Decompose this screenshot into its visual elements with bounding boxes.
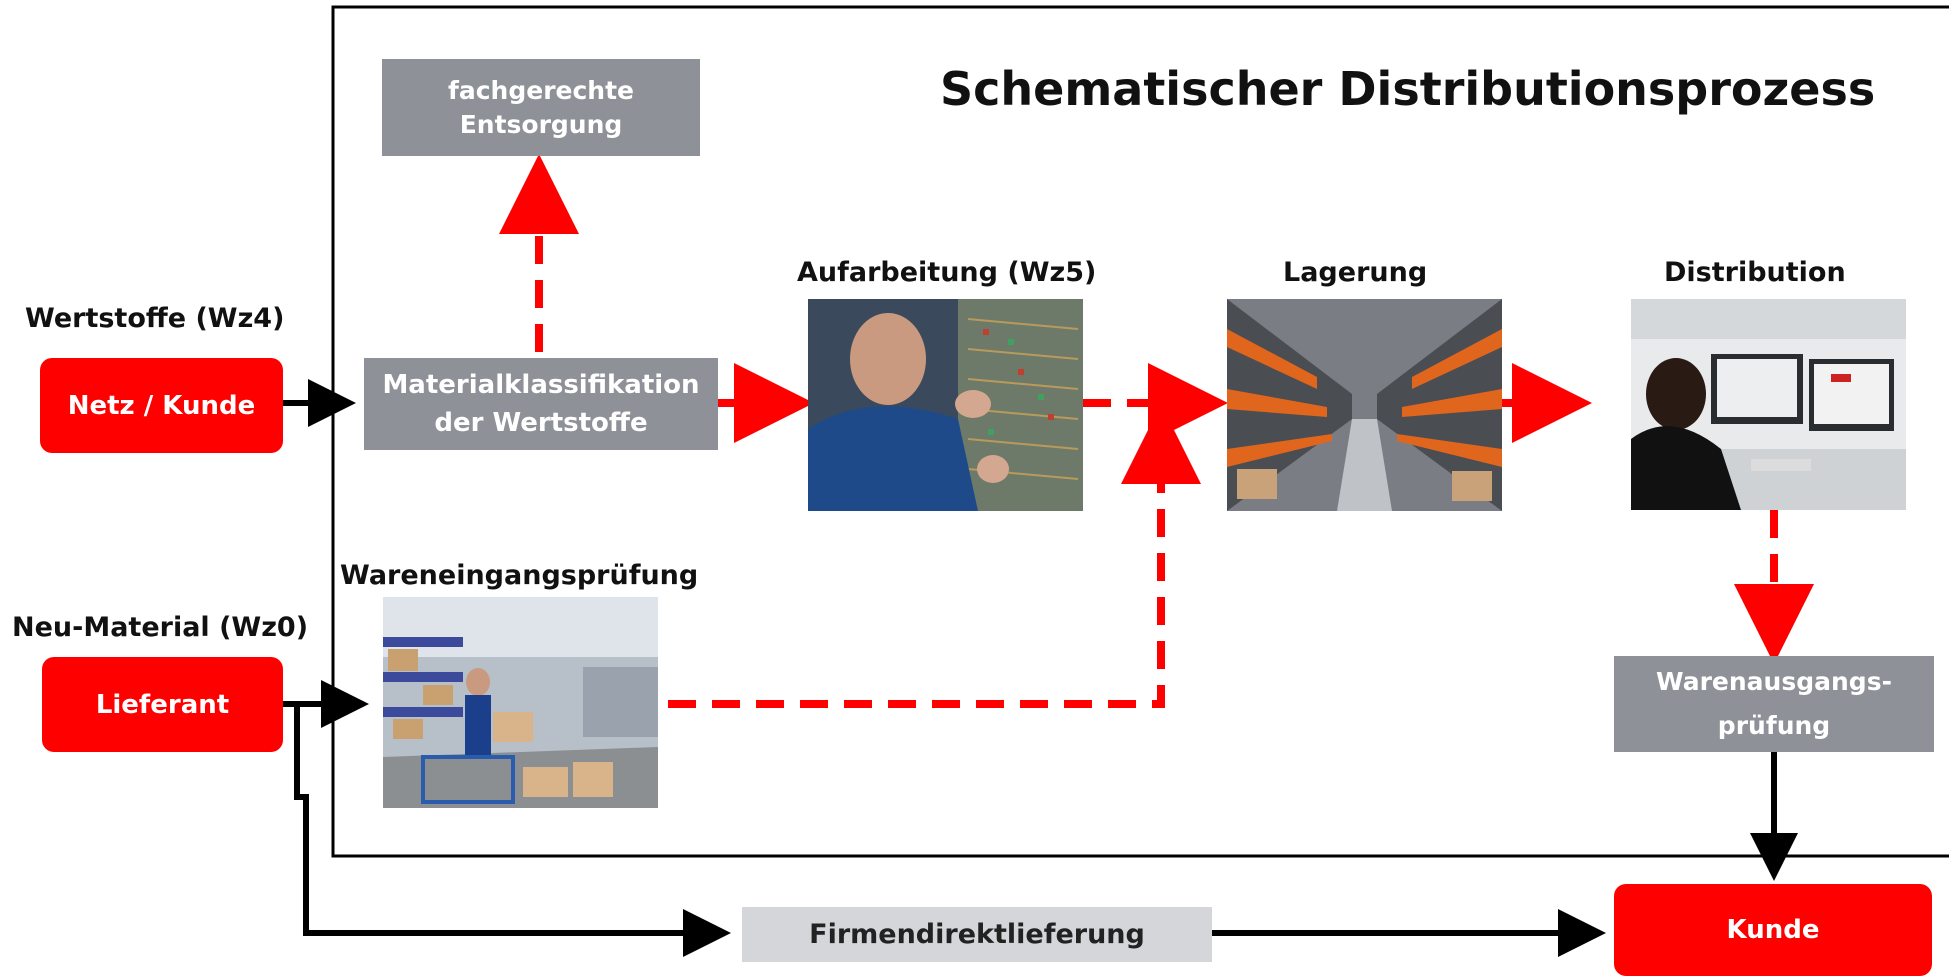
kunde-box: Kunde: [1614, 884, 1932, 976]
entsorgung-line2: Entsorgung: [459, 109, 623, 139]
warenausgang-line1: Warenausgangs-: [1656, 667, 1892, 696]
page-title: Schematischer Distributionsprozess: [940, 62, 1876, 116]
entsorgung-line1: fachgerechte: [447, 75, 635, 105]
entsorgung-box: fachgerechte Entsorgung: [382, 59, 700, 156]
neu-material-label: Neu-Material (Wz0): [12, 612, 309, 643]
distribution-label: Distribution: [1664, 257, 1846, 288]
klassifikation-line1: Materialklassifikation: [382, 370, 700, 400]
netz-kunde-box: Netz / Kunde: [40, 358, 283, 453]
klassifikation-line2: der Wertstoffe: [434, 408, 648, 438]
warenausgang-box: Warenausgangs- prüfung: [1614, 656, 1934, 752]
wareneingang-photo: [383, 597, 658, 808]
lagerung-label: Lagerung: [1283, 257, 1428, 288]
arrow-lieferant-to-firmendirekt: [294, 704, 731, 957]
lieferant-box: Lieferant: [42, 657, 283, 752]
netz-kunde-text: Netz / Kunde: [67, 390, 256, 421]
arrow-wareneingang-to-lagerung: [668, 404, 1201, 708]
lieferant-text: Lieferant: [95, 689, 230, 720]
wertstoffe-label: Wertstoffe (Wz4): [25, 303, 285, 334]
firmendirekt-box: Firmendirektlieferung: [742, 907, 1212, 962]
aufarbeitung-label: Aufarbeitung (Wz5): [797, 257, 1097, 288]
aufarbeitung-photo: [808, 299, 1083, 511]
process-frame: [331, 5, 1949, 858]
wareneingang-label: Wareneingangsprüfung: [340, 560, 699, 591]
kunde-text: Kunde: [1726, 915, 1820, 945]
warenausgang-line2: prüfung: [1717, 711, 1831, 740]
lagerung-photo: [1227, 299, 1502, 511]
firmendirekt-text: Firmendirektlieferung: [809, 919, 1145, 950]
distribution-photo: [1631, 299, 1906, 510]
klassifikation-box: Materialklassifikation der Wertstoffe: [364, 358, 718, 450]
